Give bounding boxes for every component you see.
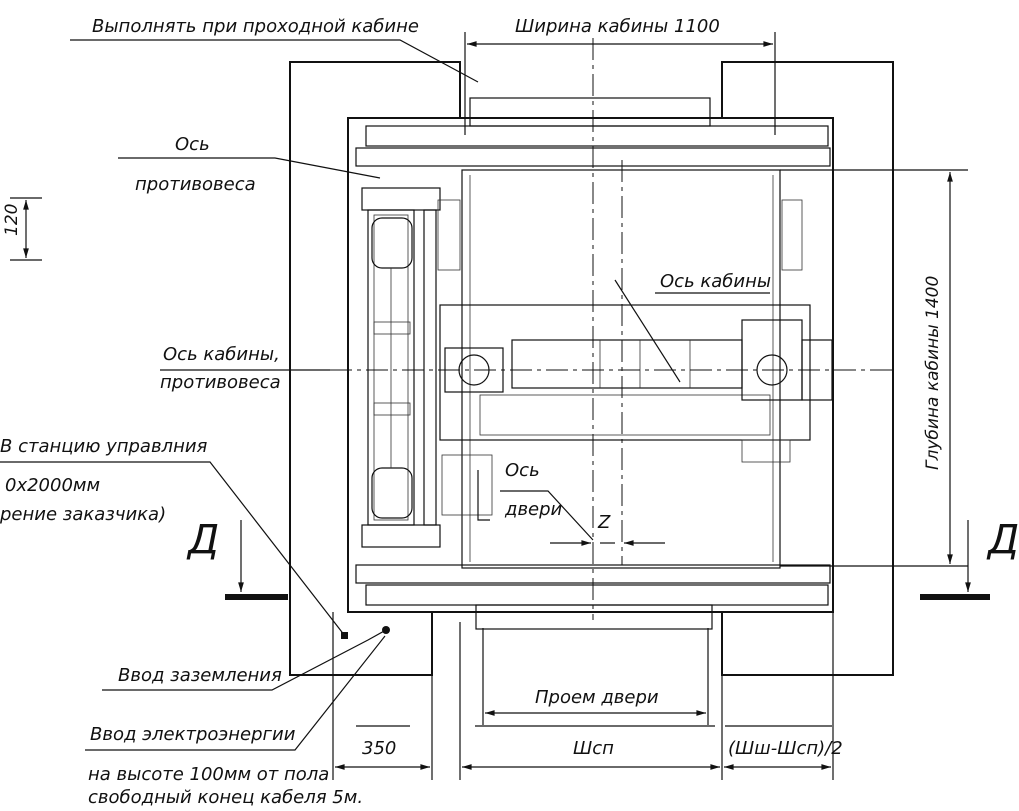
label-power-input: Ввод электроэнергии bbox=[90, 724, 296, 745]
label-control-station-2: 0х2000мм bbox=[5, 475, 100, 496]
counterweight bbox=[361, 187, 441, 548]
label-cable-note-2: свободный конец кабеля 5м. bbox=[88, 787, 363, 808]
label-cabin-depth: Глубина кабины 1400 bbox=[923, 276, 943, 470]
label-cabin-axis: Ось кабины bbox=[660, 271, 771, 292]
label-door-opening: Проем двери bbox=[535, 687, 659, 708]
label-dim-120: 120 bbox=[2, 204, 22, 236]
label-section-right: Д bbox=[986, 517, 1019, 563]
dim-bottom bbox=[332, 612, 834, 780]
label-dim-350: 350 bbox=[362, 738, 396, 759]
label-control-station-3: рение заказчика) bbox=[0, 504, 166, 525]
label-dim-shsp: Шсп bbox=[573, 738, 614, 759]
label-control-station-1: В станцию управлния bbox=[0, 436, 208, 457]
label-door-axis-2: двери bbox=[504, 499, 563, 520]
label-z: Z bbox=[597, 512, 611, 533]
section-markers bbox=[225, 520, 990, 600]
label-grounding: Ввод заземления bbox=[118, 665, 282, 686]
label-cw-axis-2: противовеса bbox=[135, 174, 256, 195]
dim-cabin-width bbox=[464, 32, 776, 135]
label-cw-axis-1: Ось bbox=[175, 134, 210, 155]
cabin bbox=[437, 169, 833, 569]
label-dim-formula: (Шш-Шсп)/2 bbox=[728, 738, 843, 759]
label-through-cabin: Выполнять при проходной кабине bbox=[92, 16, 419, 37]
label-section-left: Д bbox=[186, 517, 219, 563]
door-sills bbox=[355, 97, 831, 630]
dim-120 bbox=[10, 197, 42, 261]
label-door-axis-1: Ось bbox=[505, 460, 540, 481]
dim-cabin-depth bbox=[780, 169, 968, 567]
label-cable-note-1: на высоте 100мм от пола bbox=[88, 764, 329, 785]
leader-lines bbox=[0, 39, 770, 751]
label-cabin-cw-axis-2: противовеса bbox=[160, 372, 281, 393]
label-cabin-cw-axis-1: Ось кабины, bbox=[163, 344, 280, 365]
label-cabin-width: Ширина кабины 1100 bbox=[515, 16, 720, 37]
axis-lines bbox=[330, 38, 895, 620]
shaft-walls bbox=[289, 61, 894, 676]
